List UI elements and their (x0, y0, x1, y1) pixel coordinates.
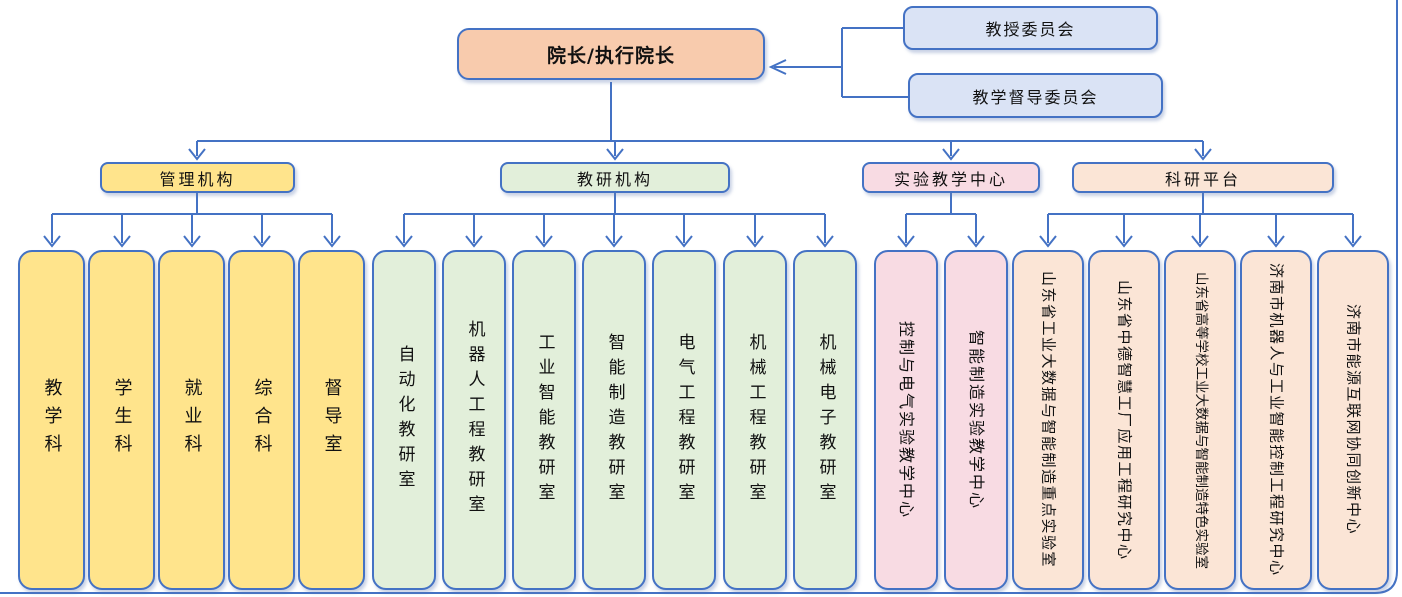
org-column-label: 智能制造教研室 (604, 332, 625, 508)
org-column: 智能制造教研室 (582, 250, 646, 590)
org-column-label: 工业智能教研室 (534, 332, 555, 508)
org-column: 教学科 (18, 250, 85, 590)
root-box: 院长/执行院长 (457, 28, 765, 80)
branch-management: 管理机构 (100, 162, 295, 193)
org-column: 工业智能教研室 (512, 250, 576, 590)
org-column-label: 智能制造实验教学中心 (967, 329, 986, 510)
org-column: 山东省高等学校工业大数据与智能制造特色实验室 (1164, 250, 1236, 590)
org-column: 济南市机器人与工业智能控制工程研究中心 (1240, 250, 1312, 590)
org-column: 机器人工程教研室 (442, 250, 506, 590)
org-column-label: 济南市机器人与工业智能控制工程研究中心 (1267, 263, 1286, 577)
org-column: 学生科 (88, 250, 155, 590)
committee-box-professor: 教授委员会 (903, 6, 1158, 50)
org-column: 智能制造实验教学中心 (944, 250, 1008, 590)
branch-experimental-teaching-center: 实验教学中心 (862, 162, 1040, 193)
org-column-label: 自动化教研室 (394, 345, 415, 495)
org-column-label: 学生科 (111, 378, 133, 462)
org-column-label: 就业科 (181, 378, 203, 462)
org-column: 山东省中德智慧工厂应用工程研究中心 (1088, 250, 1160, 590)
org-column-label: 电气工程教研室 (674, 332, 695, 508)
org-column: 综合科 (228, 250, 295, 590)
org-column-label: 督导室 (321, 378, 343, 462)
org-column-label: 山东省工业大数据与智能制造重点实验室 (1039, 271, 1058, 569)
org-column-label: 教学科 (41, 378, 63, 462)
org-column-label: 山东省中德智慧工厂应用工程研究中心 (1115, 279, 1134, 561)
committee-box-supervision: 教学督导委员会 (908, 73, 1163, 118)
org-column: 就业科 (158, 250, 225, 590)
org-column: 督导室 (298, 250, 365, 590)
branch-research-platform: 科研平台 (1072, 162, 1334, 193)
branch-teaching-research: 教研机构 (500, 162, 730, 193)
org-column-label: 综合科 (251, 378, 273, 462)
org-column: 机械电子教研室 (793, 250, 857, 590)
org-column: 济南市能源互联网协同创新中心 (1317, 250, 1389, 590)
org-column-label: 山东省高等学校工业大数据与智能制造特色实验室 (1192, 271, 1209, 569)
org-column-label: 控制与电气实验教学中心 (897, 320, 916, 519)
org-column-label: 机械电子教研室 (815, 332, 836, 508)
org-column-label: 机械工程教研室 (745, 332, 766, 508)
org-column: 山东省工业大数据与智能制造重点实验室 (1012, 250, 1084, 590)
org-column: 自动化教研室 (372, 250, 436, 590)
org-column: 控制与电气实验教学中心 (874, 250, 938, 590)
org-column-label: 机器人工程教研室 (464, 320, 485, 520)
org-column-label: 济南市能源互联网协同创新中心 (1344, 304, 1363, 536)
org-column: 机械工程教研室 (723, 250, 787, 590)
org-column: 电气工程教研室 (652, 250, 716, 590)
